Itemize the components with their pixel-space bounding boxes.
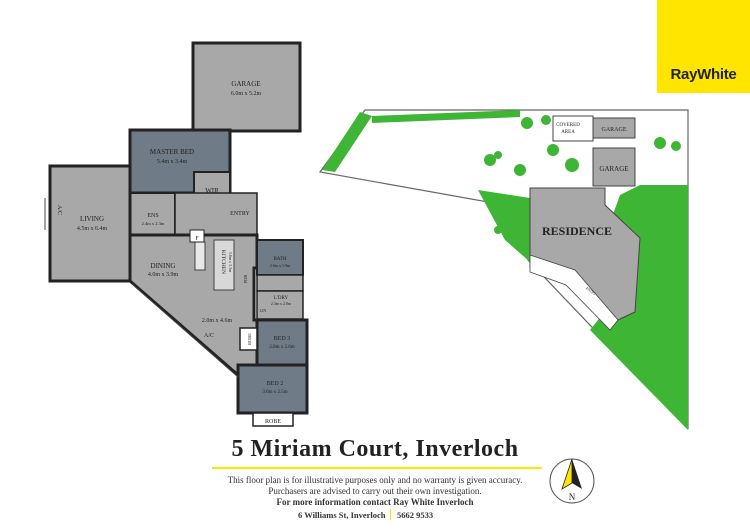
ldry-label: L'DRY (274, 296, 289, 301)
dining-label: DINING (151, 262, 176, 270)
bed2-label: BED 2 (267, 381, 284, 387)
covered-area (552, 115, 594, 142)
patio-label: PATIO (585, 286, 597, 296)
more-info-line: For more information contact Ray White I… (276, 497, 474, 507)
garage-label: GARAGE (231, 80, 260, 88)
raywhite-logo-text: RayWhite (670, 66, 737, 83)
ens-size: 2.4m x 2.3m (142, 221, 165, 226)
kitchen-size: 3.6m x 3.3m (228, 252, 233, 273)
residence-label: RESIDENCE (542, 224, 612, 238)
garage-room (191, 41, 302, 133)
contact-separator (390, 509, 391, 520)
hall-ac-label: A/C (204, 333, 214, 339)
master-bed-size: 5.4m x 3.4m (157, 159, 188, 165)
fridge-label: F (195, 236, 199, 242)
raywhite-logo: RayWhite (657, 0, 750, 93)
diagonal-window (131, 283, 239, 378)
master-bed-label: MASTER BED (150, 148, 194, 156)
bed3-size: 2.8m x 2.6m (269, 345, 294, 350)
site-garage-mid-label: GARAGE (599, 165, 628, 173)
garage-size: 6.0m x 5.2m (231, 91, 262, 97)
living-room (48, 164, 132, 283)
disclaimer-line-1: This floor plan is for illustrative purp… (227, 475, 523, 485)
pdr-label: PDR (243, 275, 248, 284)
bath-room (256, 239, 304, 276)
hall-size: 2.0m x 4.6m (202, 318, 233, 324)
robe-left (239, 327, 258, 351)
fridge-space (189, 229, 205, 243)
disclaimer-line-2: Purchasers are advised to carry out thei… (268, 486, 482, 496)
office-address: 6 Williams St, Inverloch (298, 510, 386, 520)
entry-label: ENTRY (230, 211, 250, 217)
dining-size: 4.0m x 3.9m (148, 272, 179, 278)
kitchen-label: KITCHEN (220, 250, 226, 274)
site-garage-top-label: GARAGE (602, 127, 627, 133)
robe-bottom-label: ROBE (265, 419, 281, 425)
laundry-room (256, 290, 304, 320)
covered-area-label-line2: AREA (561, 130, 575, 135)
trees (484, 115, 681, 334)
living-ac-label: A/C (56, 205, 62, 215)
wir-label: WIR (205, 187, 219, 195)
hedge-strip (322, 112, 372, 172)
ens-label: ENS (147, 213, 158, 219)
bath-size: 2.6m x 1.9m (270, 263, 291, 268)
kitchen-island (194, 241, 206, 271)
living-size: 4.5m x 6.4m (77, 226, 108, 232)
pdr-room (256, 274, 304, 292)
bed2-room (236, 363, 309, 415)
north-compass: N (549, 458, 595, 504)
site-garage-top (592, 117, 636, 139)
compass-needle-right (572, 459, 582, 489)
bath-label: BATH (273, 257, 286, 262)
office-phone: 5662 9533 (397, 510, 434, 520)
robe-left-label: ROBE (247, 333, 252, 345)
garden-bed (478, 190, 530, 262)
dining-hall-area (128, 233, 259, 377)
bed3-room (255, 318, 309, 367)
ldry-size: 2.3m x 2.0m (271, 301, 292, 306)
robe-bottom (252, 412, 294, 427)
kitchen-bench (213, 239, 235, 291)
hedge-top (372, 110, 520, 123)
address-underline (212, 467, 542, 469)
bed2-size: 3.6m x 2.5m (262, 390, 287, 395)
compass-label: N (569, 492, 576, 502)
bed3-label: BED 3 (274, 336, 291, 342)
lin-label: LIN (260, 308, 267, 313)
covered-area-label-line1: COVERED (556, 123, 580, 128)
patio (529, 254, 619, 331)
site-garage-mid (592, 147, 636, 187)
property-address: 5 Miriam Court, Inverloch (231, 436, 519, 462)
living-label: LIVING (80, 215, 104, 223)
